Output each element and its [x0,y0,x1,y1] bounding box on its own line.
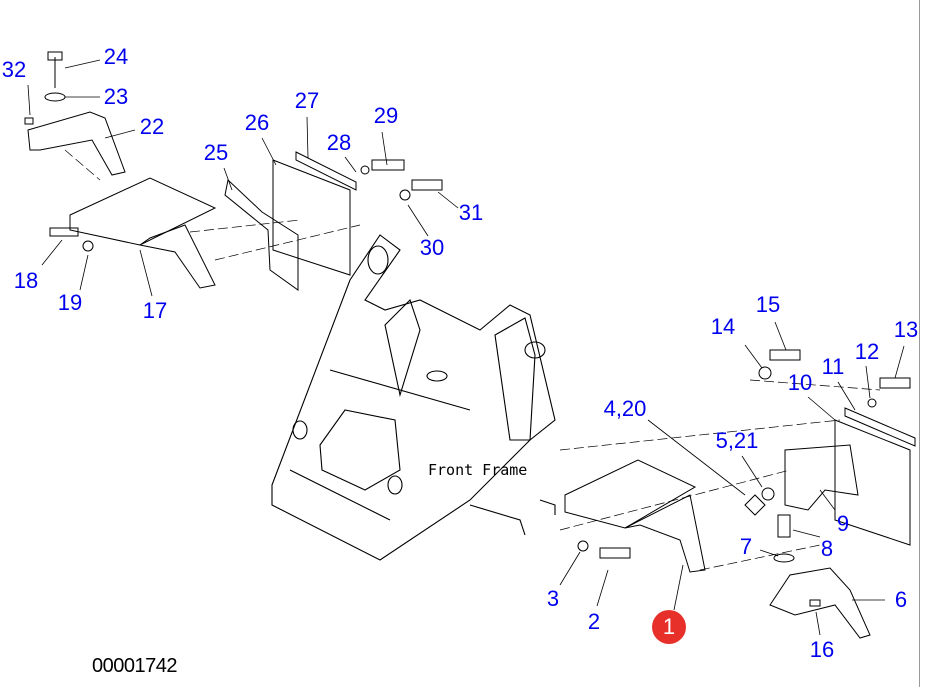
callout-13[interactable]: 13 [893,317,919,342]
front-frame [271,234,556,561]
callout-12[interactable]: 12 [854,339,880,364]
part-22-guard [24,51,126,176]
callout-7[interactable]: 7 [739,534,753,559]
leader-lines [27,59,905,636]
callout-15[interactable]: 15 [755,292,781,317]
front-frame-label: Front Frame [428,461,528,479]
callout-28[interactable]: 28 [326,130,352,155]
viewer-edge [919,0,920,687]
callout-26[interactable]: 26 [244,110,270,135]
part-6-guard [769,567,871,639]
callout-1-highlighted[interactable]: 1 [652,610,686,644]
callout-11[interactable]: 11 [821,354,845,379]
callout-19[interactable]: 19 [57,290,83,315]
callout-8[interactable]: 8 [820,536,834,561]
callout-25[interactable]: 25 [203,140,229,165]
callout-16[interactable]: 16 [809,637,835,662]
part-25-26-panels [224,151,443,291]
callout-30[interactable]: 30 [419,235,445,260]
callout-27[interactable]: 27 [294,88,320,113]
callout-10[interactable]: 10 [787,370,813,395]
callout-32[interactable]: 32 [1,57,27,82]
callout-22[interactable]: 22 [139,114,165,139]
callout-2[interactable]: 2 [587,609,601,634]
callout-18[interactable]: 18 [13,268,39,293]
callout-5-21[interactable]: 5,21 [715,428,759,453]
callout-14[interactable]: 14 [710,314,736,339]
document-id: 00001742 [92,655,177,677]
part-9-10-11-panels [758,349,916,546]
callout-24[interactable]: 24 [103,44,129,69]
callout-23[interactable]: 23 [103,84,129,109]
part-17-plate [49,177,217,289]
callout-3[interactable]: 3 [546,586,560,611]
part-1-plate [564,459,795,573]
callout-6[interactable]: 6 [894,587,908,612]
callout-29[interactable]: 29 [373,103,399,128]
assembly-lines [64,149,881,571]
callout-31[interactable]: 31 [458,200,484,225]
callout-9[interactable]: 9 [836,511,850,536]
callout-17[interactable]: 17 [142,298,168,323]
callout-4-20[interactable]: 4,20 [603,396,647,421]
